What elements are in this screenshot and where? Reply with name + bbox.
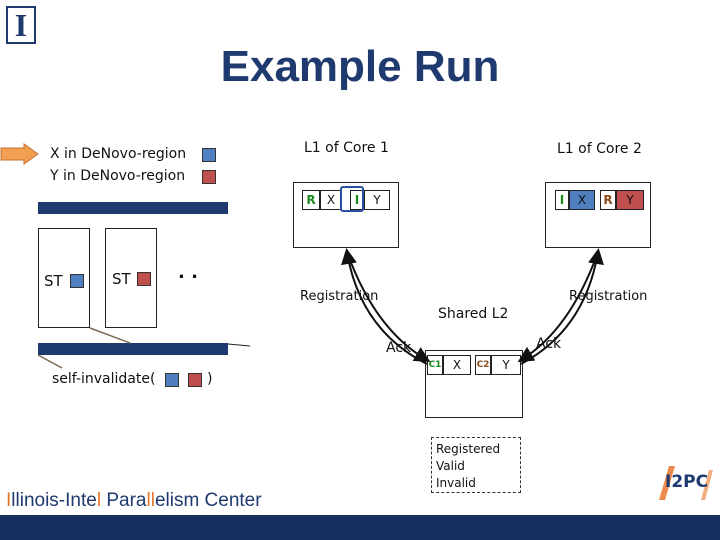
l1-core1-highlight bbox=[340, 186, 364, 212]
shared-l2-x-state: C1 bbox=[427, 355, 443, 375]
legend-y-swatch bbox=[202, 170, 216, 184]
footer-center-name: Illinois-Intel Parallelism Center bbox=[6, 490, 262, 511]
core1-store-x-swatch bbox=[70, 274, 84, 288]
barrier-bar-top bbox=[38, 202, 228, 214]
state-legend: Registered Valid Invalid bbox=[431, 437, 521, 493]
l1-core2-x-word: X bbox=[569, 190, 595, 210]
l1-core1-x-state: R bbox=[302, 190, 320, 210]
footer-bar bbox=[0, 515, 720, 540]
pointer-arrow-icon bbox=[0, 143, 39, 165]
state-legend-valid: Valid bbox=[436, 459, 465, 473]
self-invalidate-label: self-invalidate( bbox=[52, 371, 156, 387]
legend-x-swatch bbox=[202, 148, 216, 162]
registration-right-label: Registration bbox=[569, 289, 648, 304]
l1-core2-title: L1 of Core 2 bbox=[557, 141, 642, 157]
self-invalidate-y-swatch bbox=[188, 373, 202, 387]
self-invalidate-close: ) bbox=[207, 371, 213, 387]
state-legend-registered: Registered bbox=[436, 442, 501, 456]
l1-core1-y-word: Y bbox=[364, 190, 390, 210]
shared-l2-y-word: Y bbox=[491, 355, 521, 375]
l1-core2-y-state: R bbox=[600, 190, 616, 210]
ack-right-label: Ack bbox=[536, 336, 562, 352]
shared-l2-y-state: C2 bbox=[475, 355, 491, 375]
core2-store-label: ST bbox=[112, 270, 131, 288]
l1-core2-x-state: I bbox=[555, 190, 569, 210]
university-logo: I bbox=[14, 7, 28, 43]
ack-left-label: Ack bbox=[386, 340, 412, 356]
shared-l2-x-word: X bbox=[443, 355, 471, 375]
slide-title: Example Run bbox=[220, 42, 500, 91]
i2pc-logo: I2PC bbox=[655, 462, 713, 502]
l1-core2-y-word: Y bbox=[616, 190, 644, 210]
legend-x-text: X in DeNovo-region bbox=[50, 146, 187, 162]
self-invalidate-x-swatch bbox=[165, 373, 179, 387]
core1-store-label: ST bbox=[44, 272, 63, 290]
i2pc-logo-icon bbox=[659, 466, 713, 500]
registration-left-label: Registration bbox=[300, 289, 379, 304]
barrier-bar-bottom bbox=[38, 343, 228, 355]
i2pc-logo-text: I2PC bbox=[665, 472, 709, 492]
core2-store-y-swatch bbox=[137, 272, 151, 286]
university-logo-frame bbox=[6, 6, 36, 44]
legend-y-text: Y in DeNovo-region bbox=[50, 168, 186, 184]
state-legend-invalid: Invalid bbox=[436, 476, 476, 490]
more-cores-dots: . . bbox=[178, 262, 198, 283]
shared-l2-title: Shared L2 bbox=[438, 306, 509, 322]
l1-core1-title: L1 of Core 1 bbox=[304, 140, 389, 156]
